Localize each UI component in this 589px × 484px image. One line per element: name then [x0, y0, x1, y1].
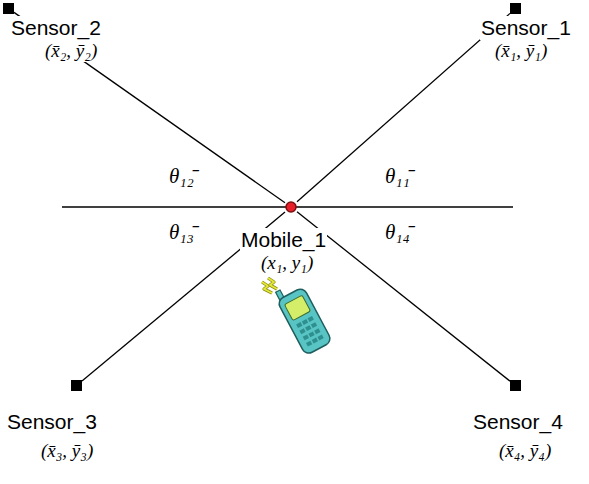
sensor-name: Sensor_2: [10, 16, 102, 40]
mobile-dot-shape: [286, 202, 296, 212]
sensor-coordinates: (x̄₃, ȳ₃): [40, 440, 94, 462]
phone-key: [306, 341, 312, 347]
sensor-name: Sensor_3: [6, 410, 98, 434]
phone-key: [305, 325, 311, 331]
phone-body: [277, 287, 333, 356]
angle-label: θ₁₁̄: [384, 164, 411, 188]
bearing-line: [297, 13, 510, 201]
phone-body-group: [273, 280, 332, 356]
angle-label: θ₁₄̄: [384, 220, 411, 244]
signal-wave: [268, 278, 277, 289]
phone-key: [308, 331, 314, 337]
sensor-name: Sensor_1: [480, 16, 572, 40]
phone-key: [312, 338, 318, 344]
sensor-node: Sensor_3(x̄₃, ȳ₃): [71, 380, 82, 391]
signal-wave-outline: [268, 278, 277, 289]
sensor-node: Sensor_2(x̄₂, ȳ₂): [3, 3, 14, 14]
bearing-line: [14, 12, 285, 202]
phone-icon: [262, 278, 332, 356]
sensor-coordinates: (x̄₄, ȳ₄): [498, 440, 552, 462]
mobile-dot: [285, 201, 297, 213]
phone-key: [296, 322, 302, 328]
sensor-coordinates: (x̄₁, ȳ₁): [494, 40, 548, 62]
phone-key: [299, 328, 305, 334]
phone-key: [311, 322, 317, 328]
sensor-node: Sensor_4(x̄₄, ȳ₄): [510, 380, 521, 391]
bearing-line: [297, 212, 510, 381]
sensor-name: Sensor_4: [472, 410, 564, 434]
sensor-node: Sensor_1(x̄₁, ȳ₁): [510, 3, 521, 14]
angle-label: θ₁₃̄: [168, 220, 195, 244]
phone-key: [303, 334, 309, 340]
phone-key: [317, 335, 323, 341]
mobile-coordinates: (x₁, y₁): [260, 252, 314, 274]
sensor-coordinates: (x̄₂, ȳ₂): [44, 40, 98, 62]
mobile-name: Mobile_1: [240, 228, 327, 252]
phone-key: [314, 328, 320, 334]
phone-key: [308, 316, 314, 322]
phone-key: [302, 319, 308, 325]
mobile-node: Mobile_1(x₁, y₁): [285, 201, 297, 213]
phone-screen: [284, 295, 310, 320]
angle-label: θ₁₂̄: [168, 164, 195, 188]
